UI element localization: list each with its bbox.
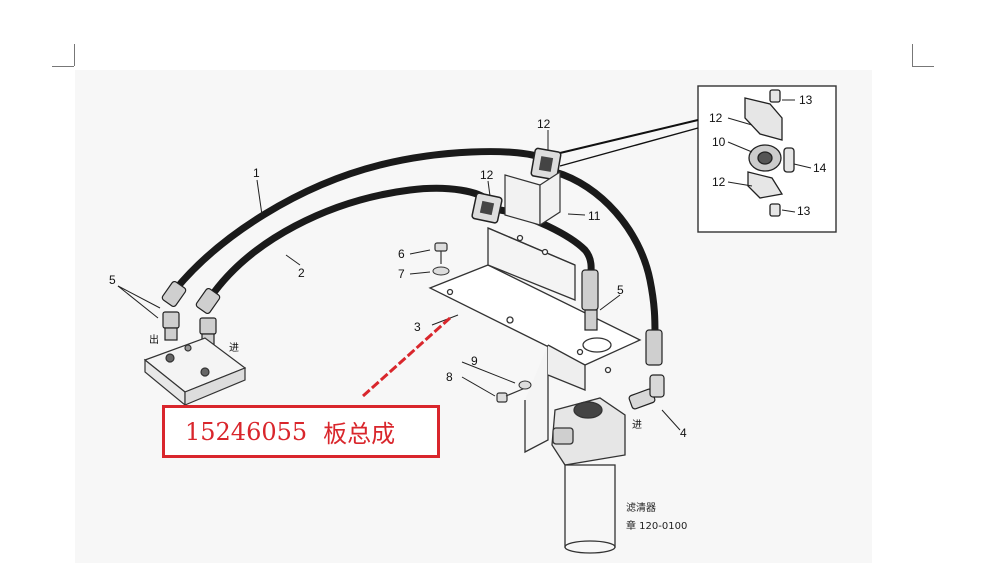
part-callout-box: 15246055 板总成 — [162, 405, 440, 458]
label-1: 1 — [253, 166, 260, 180]
detail-clamp-assembly — [744, 89, 795, 217]
label-12-detail-bottom: 12 — [712, 175, 726, 189]
callout-pointer — [361, 316, 452, 398]
label-3: 3 — [414, 320, 421, 334]
label-13-bottom: 13 — [797, 204, 811, 218]
detail-leader-lower — [559, 127, 699, 167]
label-6: 6 — [398, 247, 405, 261]
transmission-block — [143, 337, 247, 407]
label-14: 14 — [813, 161, 827, 175]
label-11: 11 — [588, 209, 601, 223]
label-9: 9 — [471, 354, 478, 368]
washer-7 — [432, 266, 450, 276]
crop-mark-top-left-horizontal — [52, 66, 74, 67]
filter-ref: 章 120-0100 — [626, 519, 687, 532]
hose-right — [551, 168, 659, 339]
clamp-upper — [530, 147, 562, 181]
label-5-right: 5 — [617, 283, 624, 297]
label-13-top: 13 — [799, 93, 813, 107]
label-12-detail-top: 12 — [709, 111, 723, 125]
part-number: 15246055 — [185, 417, 308, 446]
bolt-6 — [434, 242, 448, 264]
washer-9 — [518, 380, 532, 390]
port-in-label-right: 进 — [632, 419, 642, 431]
label-5-left: 5 — [109, 273, 116, 287]
bolt-8 — [496, 385, 531, 403]
label-10: 10 — [712, 135, 726, 149]
hose-2 — [206, 184, 491, 302]
hose-1 — [171, 148, 544, 294]
label-2: 2 — [298, 266, 305, 280]
elbow-fitting-4 — [628, 374, 665, 410]
part-name: 板总成 — [323, 420, 396, 448]
crop-mark-top-right-horizontal — [912, 66, 934, 67]
crop-mark-top-left — [74, 44, 75, 66]
label-4: 4 — [680, 426, 687, 440]
bracket-11 — [504, 170, 561, 227]
label-8: 8 — [446, 370, 453, 384]
filter-name: 滤清器 — [626, 501, 656, 514]
leader-lines — [117, 99, 812, 431]
detail-leader-upper — [559, 119, 699, 154]
fittings-right — [581, 269, 663, 366]
crop-mark-top-right — [912, 44, 913, 66]
filter-unit — [551, 397, 626, 554]
label-12-lower: 12 — [480, 168, 494, 182]
label-7: 7 — [398, 267, 405, 281]
plate-3 — [428, 227, 642, 454]
port-out-label: 出 — [149, 333, 159, 346]
port-in-label-left: 进 — [229, 342, 239, 354]
fittings-left — [161, 280, 221, 347]
clamp-lower — [471, 192, 503, 224]
label-12-upper: 12 — [537, 117, 551, 131]
